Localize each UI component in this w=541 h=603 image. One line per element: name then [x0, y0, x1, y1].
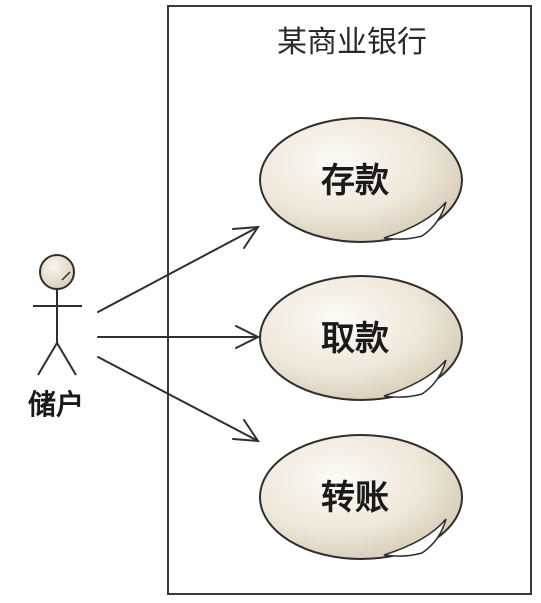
actor-left-leg — [37, 342, 58, 376]
association-arrow-deposit — [97, 225, 260, 313]
actor-figure — [33, 254, 82, 376]
association-arrow-transfer — [97, 356, 260, 443]
use-case-deposit[interactable]: 存款 — [259, 117, 463, 243]
use-case-label: 取款 — [321, 319, 389, 359]
note-fold-icon — [383, 201, 447, 240]
actor-right-leg — [56, 342, 77, 376]
use-case-transfer[interactable]: 转账 — [259, 434, 463, 560]
associations — [97, 225, 261, 443]
note-fold-icon — [383, 518, 447, 557]
use-case-label: 存款 — [321, 161, 389, 201]
use-case-label: 转账 — [321, 478, 389, 518]
system-title: 某商业银行 — [277, 25, 427, 60]
association-arrow-withdraw — [97, 325, 261, 349]
actor-head — [39, 254, 75, 290]
use-case-withdraw[interactable]: 取款 — [259, 275, 463, 401]
note-fold-icon — [383, 359, 447, 398]
actor-label: 储户 — [28, 388, 84, 421]
